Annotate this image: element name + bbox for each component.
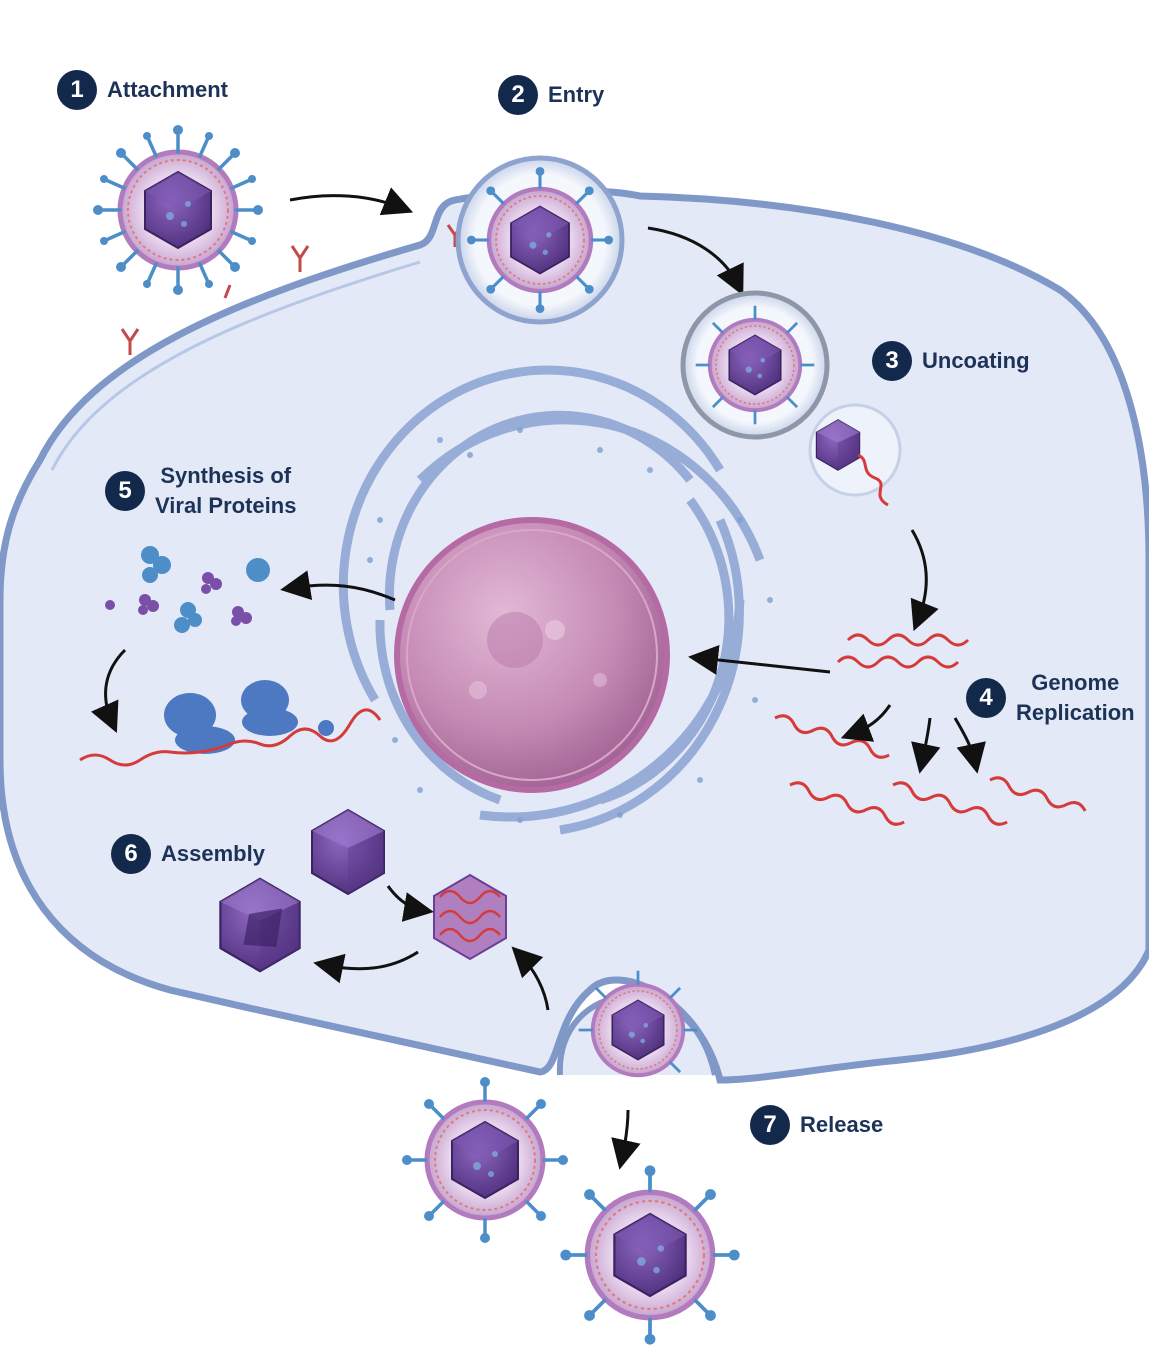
endoplasmic-reticulum bbox=[338, 365, 765, 835]
arrow-entry-to-uncoating bbox=[647, 226, 744, 296]
step-number-badge: 3 bbox=[872, 341, 912, 381]
entry-vesicle bbox=[455, 155, 625, 325]
virion-attachment bbox=[93, 125, 263, 295]
step-number-badge: 1 bbox=[57, 70, 97, 110]
step-label: Synthesis of Viral Proteins bbox=[155, 463, 297, 518]
mrna-strand bbox=[79, 708, 382, 767]
step-synthesis-of-viral-proteins: 5 Synthesis of Viral Proteins bbox=[105, 461, 296, 520]
replication-arrows bbox=[840, 704, 986, 774]
step-number-badge: 2 bbox=[498, 75, 538, 115]
capsid-empty bbox=[219, 877, 301, 973]
budding-virion bbox=[556, 970, 718, 1078]
step-label: Uncoating bbox=[922, 348, 1030, 374]
ribosomes bbox=[164, 680, 334, 754]
arrow-budding-to-release bbox=[611, 1109, 641, 1170]
arrow-replication-to-nucleus bbox=[688, 645, 831, 675]
step-number-badge: 6 bbox=[111, 834, 151, 874]
step-entry: 2 Entry bbox=[498, 75, 604, 115]
step-attachment: 1 Attachment bbox=[57, 70, 228, 110]
capsid-with-genome bbox=[433, 873, 507, 961]
step-label: Release bbox=[800, 1112, 884, 1138]
step-genome-replication: 4 Genome Replication bbox=[966, 668, 1135, 727]
arrow-nucleus-to-synthesis bbox=[280, 570, 396, 602]
viral-rna-strands bbox=[774, 633, 1087, 826]
step-number-badge: 7 bbox=[750, 1105, 790, 1145]
released-virion bbox=[560, 1165, 740, 1345]
step-release: 7 Release bbox=[750, 1105, 883, 1145]
released-virion bbox=[402, 1077, 568, 1243]
step-label: Attachment bbox=[107, 77, 229, 103]
step-uncoating: 3 Uncoating bbox=[872, 341, 1030, 381]
uncoating-vesicle bbox=[680, 290, 902, 507]
step-label: Entry bbox=[548, 82, 605, 108]
step-assembly: 6 Assembly bbox=[111, 834, 265, 874]
viral-protein-cluster bbox=[105, 546, 270, 633]
arrow-genome-to-empty bbox=[313, 950, 419, 984]
arrow-uncoating-to-replication bbox=[910, 529, 939, 632]
step-label: Genome Replication bbox=[1016, 670, 1135, 725]
arrow-shell-to-genome bbox=[386, 885, 434, 922]
arrow-attachment-to-entry bbox=[289, 187, 414, 216]
step-number-badge: 4 bbox=[966, 677, 1006, 718]
arrow-release-to-assembly bbox=[511, 946, 550, 1011]
step-label: Assembly bbox=[161, 841, 265, 867]
step-number-badge: 5 bbox=[105, 470, 145, 511]
arrow-synthesis-loop bbox=[90, 648, 127, 733]
